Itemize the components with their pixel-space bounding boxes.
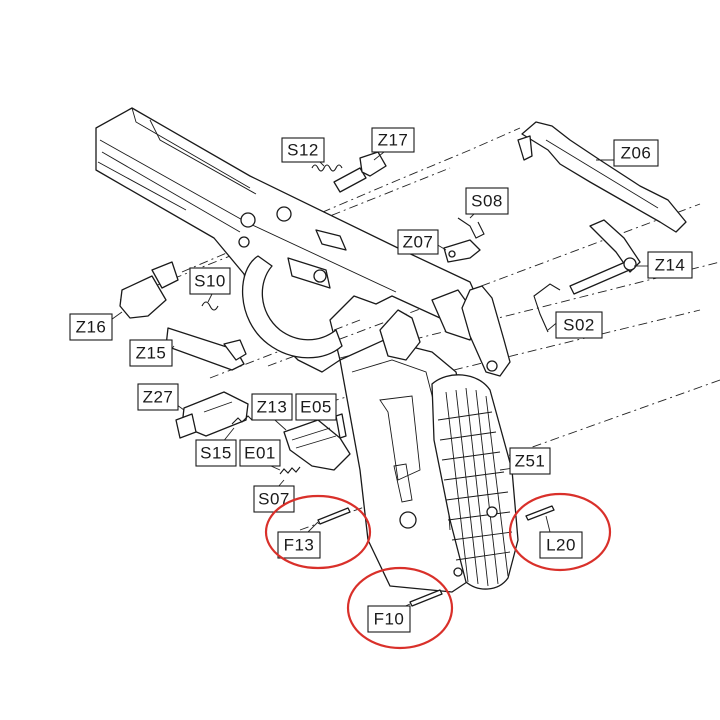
svg-text:E01: E01	[244, 444, 276, 463]
svg-text:Z07: Z07	[403, 233, 434, 252]
svg-text:S10: S10	[194, 272, 226, 291]
label-S15: S15	[195, 439, 237, 467]
label-E05: E05	[295, 393, 337, 421]
label-L20: L20	[539, 531, 583, 559]
svg-text:F13: F13	[284, 536, 315, 555]
button-z16	[119, 261, 179, 319]
label-Z17: Z17	[371, 127, 415, 153]
svg-text:Z17: Z17	[378, 131, 409, 150]
label-E01: E01	[239, 439, 281, 467]
label-Z15: Z15	[129, 339, 173, 367]
bar-z15	[165, 327, 247, 371]
svg-text:L20: L20	[546, 536, 576, 555]
pin-f13	[317, 507, 351, 525]
label-S12: S12	[281, 137, 325, 163]
svg-text:E05: E05	[300, 398, 332, 417]
pin-f10	[409, 589, 443, 607]
spring-s10	[201, 301, 219, 311]
pin-e05	[335, 413, 347, 439]
highlight-circle-f10	[346, 566, 454, 650]
block-z27	[175, 391, 249, 439]
label-Z13: Z13	[251, 393, 293, 421]
label-Z16: Z16	[69, 313, 113, 341]
label-F13: F13	[277, 531, 321, 559]
label-S02: S02	[555, 311, 603, 339]
highlight-circle-f13	[264, 494, 372, 570]
grip-panel-icon	[431, 374, 519, 590]
part-z07	[443, 239, 481, 263]
part-z13	[283, 419, 351, 471]
svg-text:Z06: Z06	[621, 144, 652, 163]
spring-e01	[279, 466, 301, 475]
pin-icon	[333, 151, 387, 193]
svg-text:S08: S08	[471, 192, 503, 211]
label-Z07: Z07	[397, 229, 439, 255]
highlight-circle-l20	[508, 492, 612, 572]
label-S08: S08	[465, 187, 509, 215]
spring-icon	[311, 164, 343, 172]
spring-s08	[457, 217, 485, 239]
svg-text:S15: S15	[200, 444, 232, 463]
svg-text:S02: S02	[563, 316, 595, 335]
svg-text:Z27: Z27	[143, 388, 174, 407]
label-S10: S10	[189, 267, 231, 295]
svg-text:F10: F10	[374, 610, 405, 629]
label-Z51: Z51	[509, 447, 551, 475]
label-F10: F10	[367, 605, 411, 633]
label-Z27: Z27	[137, 383, 179, 411]
label-S07: S07	[253, 485, 295, 513]
svg-text:Z14: Z14	[655, 256, 686, 275]
svg-text:Z16: Z16	[76, 318, 107, 337]
svg-text:Z13: Z13	[257, 398, 288, 417]
svg-text:Z51: Z51	[515, 452, 546, 471]
label-Z06: Z06	[613, 139, 659, 167]
spring-s02	[533, 283, 561, 333]
pin-l20	[525, 505, 555, 521]
svg-text:S12: S12	[287, 141, 319, 160]
lever-z14	[569, 219, 641, 295]
svg-text:S07: S07	[258, 490, 290, 509]
highlight-circles	[264, 492, 612, 650]
lever-z06	[517, 121, 687, 233]
pistol-frame-icon	[95, 107, 511, 593]
svg-text:Z15: Z15	[136, 344, 167, 363]
label-Z14: Z14	[647, 251, 693, 279]
